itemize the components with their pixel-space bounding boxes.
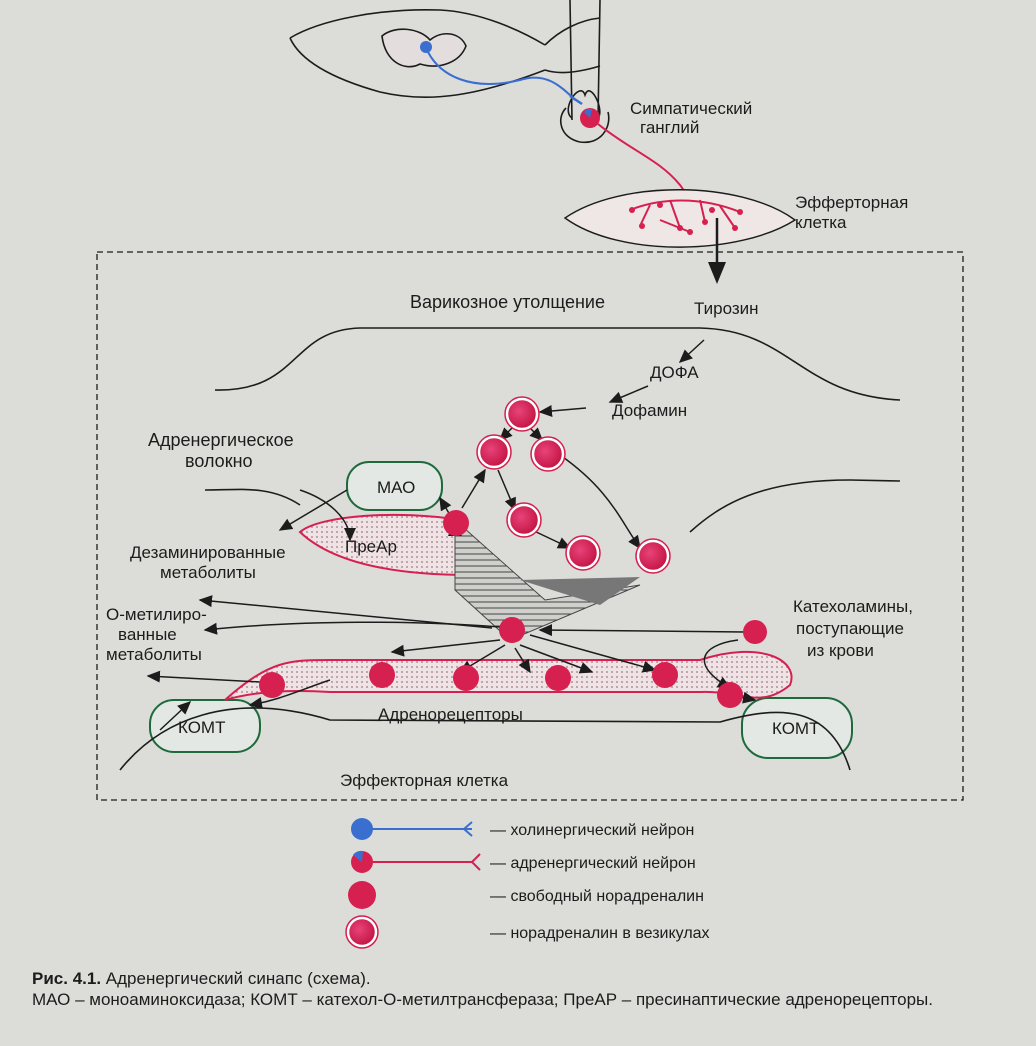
caption-abbreviations: МАО – моноаминоксидаза; КОМТ – катехол-О… [32, 990, 933, 1009]
legend-vesicle-label: — норадреналин в везикулах [490, 925, 710, 942]
deaminated-label-line1: Дезаминированные [130, 543, 286, 562]
legend: — холинергический нейрон — адренергическ… [345, 818, 710, 949]
effector-cell-spindle [563, 189, 797, 248]
mao-label: МАО [377, 478, 415, 497]
legend-adrenergic-symbol [351, 850, 481, 873]
deaminated-label-line2: метаболиты [160, 563, 256, 582]
release-cone [448, 518, 641, 641]
catechol-label-line3: из крови [807, 641, 874, 660]
zoom-arrow-head [708, 262, 726, 284]
vesicles [476, 396, 671, 574]
tyrosine-label: Тирозин [694, 299, 759, 318]
adrenergic-fiber-label-line1: Адренергическое [148, 430, 294, 450]
adrenergic-synapse-diagram: Симпатический ганглий Эфферторная клетка… [96, 0, 964, 949]
caption-title-rest: Адренергический синапс (схема). [101, 969, 371, 988]
mao-enzyme [346, 461, 443, 511]
legend-cholinergic-label: — холинергический нейрон [490, 822, 694, 839]
legend-cholinergic-symbol [351, 818, 473, 840]
sympathetic-ganglion-label-line1: Симпатический [630, 99, 752, 118]
dopa-label: ДОФА [650, 363, 699, 382]
figure-caption: Рис. 4.1. Адренергический синапс (схема)… [32, 968, 1022, 1010]
effector-cell-top-label-line2: клетка [795, 213, 847, 232]
omethyl-label-line3: метаболиты [106, 645, 202, 664]
sympathetic-ganglion-label-line2: ганглий [640, 118, 699, 137]
legend-free-na-symbol [348, 881, 376, 909]
varicosity-outline [204, 327, 901, 533]
omethyl-label-line1: О-метилиро- [106, 605, 207, 624]
catechol-label-line1: Катехоламины, [793, 597, 913, 616]
spinal-cord [289, 0, 610, 144]
adrenergic-fiber-label-line2: волокно [185, 451, 253, 471]
arrow-tyrosine-dopa [678, 339, 705, 364]
varicose-label: Варикозное утолщение [410, 292, 605, 312]
caption-title: Рис. 4.1. [32, 969, 102, 988]
legend-adrenergic-label: — адренергический нейрон [490, 855, 696, 872]
effector-cell-bottom-label: Эффекторная клетка [340, 771, 509, 790]
pathway-arrows [146, 339, 757, 731]
adrenoreceptors-label: Адренорецепторы [378, 705, 523, 724]
komt-right-label: КОМТ [772, 719, 819, 738]
catechol-label-line2: поступающие [796, 619, 904, 638]
komt-left-label: КОМТ [178, 718, 225, 737]
free-noradrenaline [259, 510, 767, 708]
arrow-dopamine-vesicle [538, 404, 587, 417]
omethyl-label-line2: ванные [118, 625, 177, 644]
effector-cell-top-label-line1: Эфферторная [795, 193, 908, 212]
dopamine-label: Дофамин [612, 401, 687, 420]
prear-label: ПреАр [345, 537, 397, 556]
arrow-dopa-dopamine [608, 385, 649, 403]
cholinergic-preganglionic-neuron [420, 41, 583, 106]
legend-vesicle-symbol [345, 915, 379, 949]
legend-free-na-label: — свободный норадреналин [490, 888, 704, 905]
zoom-frame [96, 251, 964, 801]
